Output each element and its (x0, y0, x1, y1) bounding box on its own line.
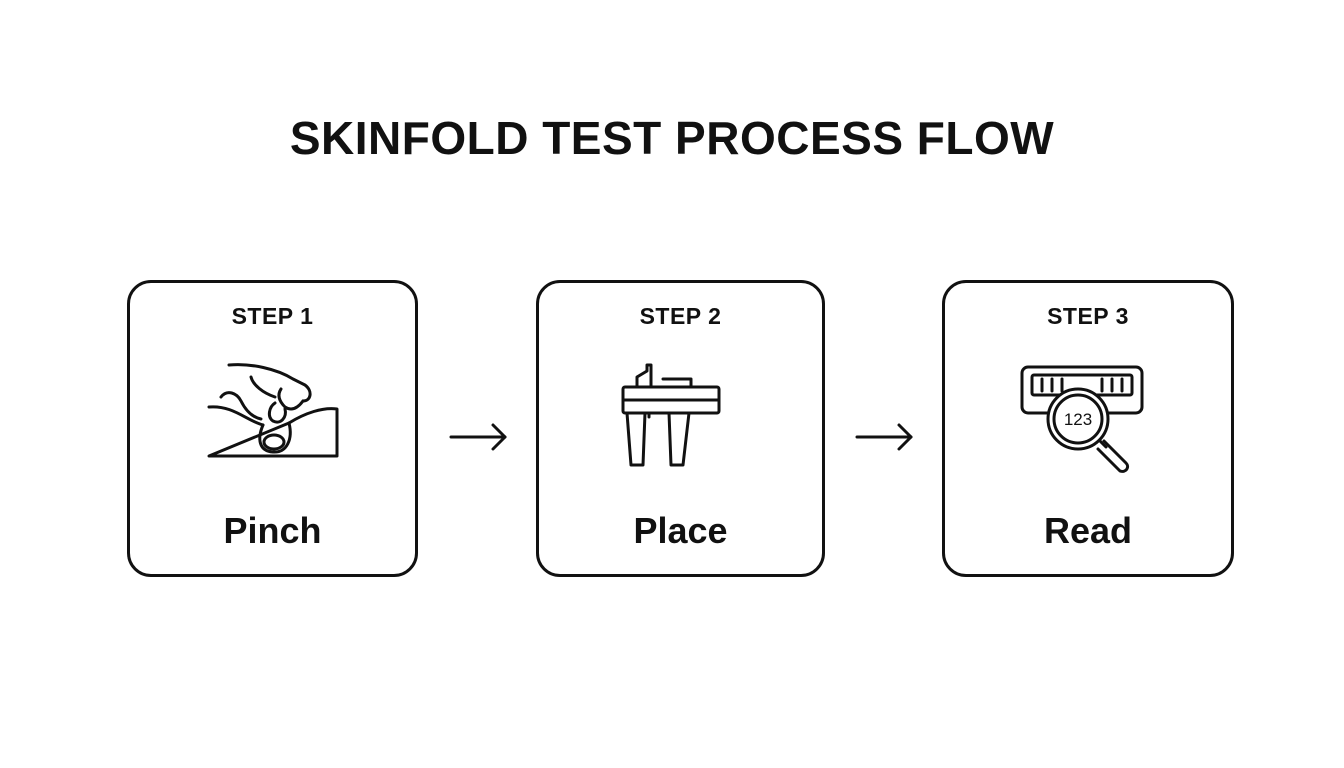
step-name-1: Pinch (223, 510, 322, 551)
caliper-icon (621, 363, 720, 467)
step-card-3: STEP 3 123 Read (942, 280, 1234, 577)
arrow-right-icon (449, 423, 507, 451)
step-label-2: STEP 2 (639, 303, 722, 329)
step-card-2: STEP 2 Place (536, 280, 825, 577)
step-name-3: Read (1043, 510, 1133, 551)
diagram-title: SKINFOLD TEST PROCESS FLOW (289, 112, 1055, 164)
arrow-right-icon (855, 423, 913, 451)
pinch-skin-icon (207, 363, 338, 458)
readout-digits: 123 (1064, 410, 1092, 429)
step-card-1: STEP 1 Pinch (127, 280, 418, 577)
magnifier-readout-icon: 123 (1020, 365, 1144, 473)
step-label-3: STEP 3 (1047, 303, 1129, 329)
step-label-1: STEP 1 (231, 303, 314, 329)
step-name-2: Place (633, 510, 728, 551)
